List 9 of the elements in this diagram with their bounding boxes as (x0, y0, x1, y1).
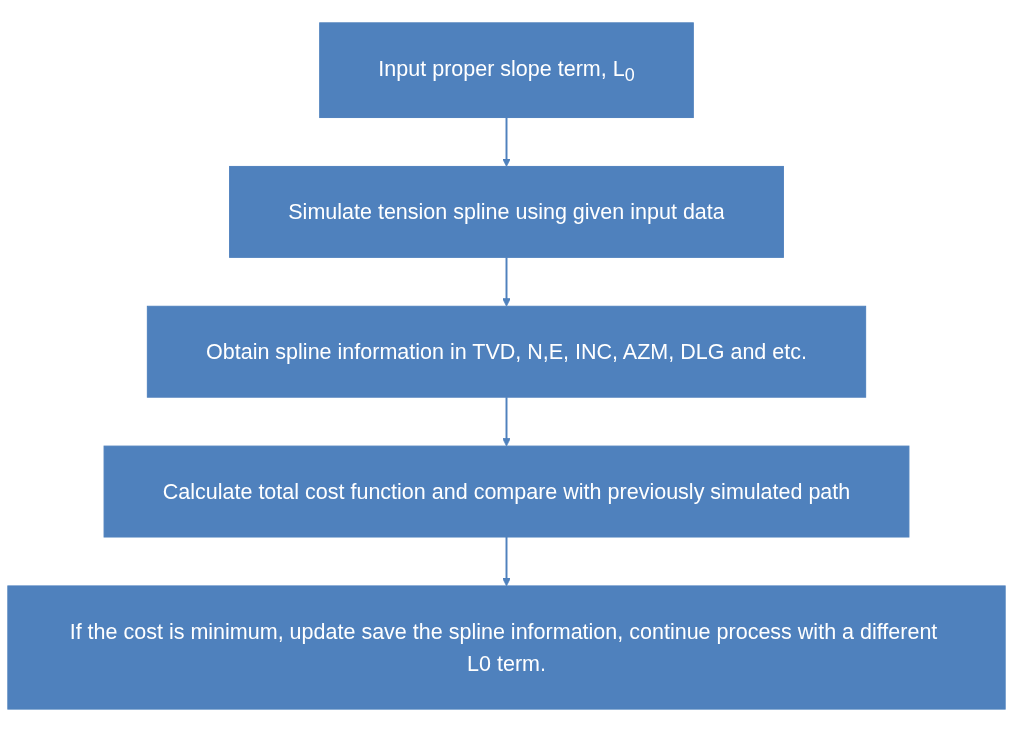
node-box: Simulate tension spline using given input data (229, 165, 784, 258)
arrow (502, 116, 511, 167)
node-box: Input proper slope term, L$_{0}$ (319, 21, 694, 118)
arrow (502, 395, 511, 446)
node-box: Calculate total cost function and compare with previously simulated path (103, 445, 910, 538)
arrow (502, 535, 511, 586)
node-box: Obtain spline information in TVD, N,E, INC, AZM, DLG and etc. (146, 305, 867, 398)
arrow (502, 255, 511, 307)
node-box: If the cost is minimum, update save the spline information, continue process with a different L0 term. (7, 584, 1006, 710)
